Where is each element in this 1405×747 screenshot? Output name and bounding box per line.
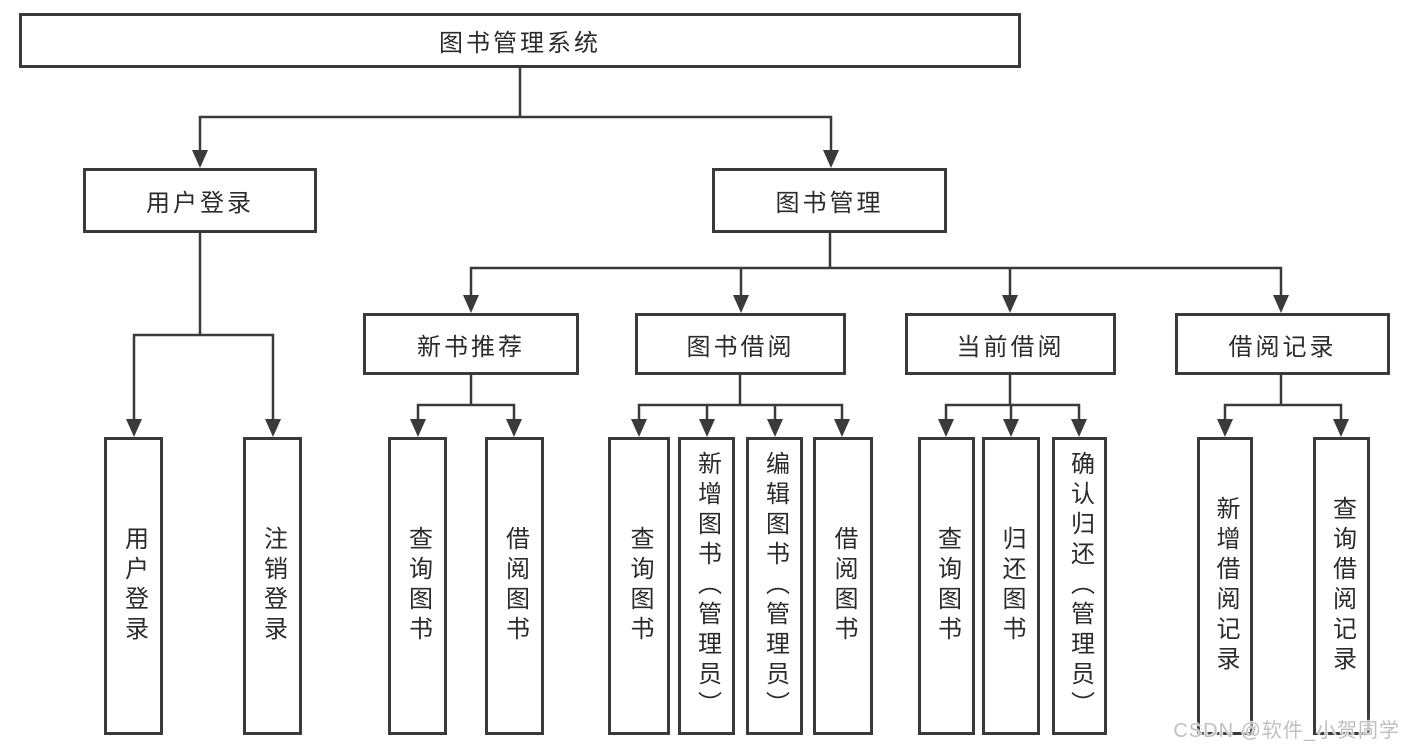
leaf-query-books: 查询图书	[608, 437, 670, 735]
node-book-borrowing: 图书借阅	[635, 313, 846, 375]
node-label: 注销登录	[259, 526, 287, 646]
csdn-watermark: CSDN @软件_小贺同学	[1173, 720, 1400, 742]
node-label: 查询借阅记录	[1328, 496, 1356, 676]
leaf-add-book-admin: 新增图书（管理员）	[678, 437, 735, 735]
node-label: 借阅图书	[501, 526, 529, 646]
leaf-query-books: 查询图书	[388, 437, 447, 735]
leaf-query-borrow-record: 查询借阅记录	[1313, 437, 1370, 735]
node-label: 用户登录	[146, 190, 254, 217]
leaf-borrow-books: 借阅图书	[485, 437, 544, 735]
node-label: 新增图书（管理员）	[693, 451, 721, 721]
leaf-borrow-books: 借阅图书	[813, 437, 873, 735]
node-new-book-recommendation: 新书推荐	[363, 313, 579, 375]
node-label: 图书借阅	[686, 333, 795, 361]
node-label: 借阅图书	[830, 526, 857, 646]
node-label: 编辑图书（管理员）	[761, 451, 789, 721]
node-label: 用户登录	[120, 526, 148, 646]
node-current-borrowing: 当前借阅	[905, 313, 1116, 375]
node-label: 借阅记录	[1228, 333, 1337, 361]
node-label: 当前借阅	[956, 333, 1065, 361]
node-library-system: 图书管理系统	[19, 13, 1021, 68]
node-label: 图书管理	[775, 190, 884, 217]
node-label: 新增借阅记录	[1212, 496, 1239, 676]
leaf-user-login: 用户登录	[104, 437, 163, 735]
node-book-management: 图书管理	[712, 168, 947, 233]
leaf-edit-book-admin: 编辑图书（管理员）	[746, 437, 803, 735]
node-label: 查询图书	[404, 526, 432, 646]
node-borrowing-records: 借阅记录	[1175, 313, 1390, 375]
leaf-query-books: 查询图书	[918, 437, 975, 735]
node-label: 图书管理系统	[439, 30, 601, 57]
leaf-add-borrow-record: 新增借阅记录	[1197, 437, 1253, 735]
node-label: 查询图书	[933, 526, 961, 646]
leaf-logout: 注销登录	[243, 437, 302, 735]
node-label: 查询图书	[626, 526, 653, 646]
leaf-return-books: 归还图书	[982, 437, 1040, 735]
node-label: 确认归还（管理员）	[1066, 451, 1094, 721]
leaf-confirm-return-admin: 确认归还（管理员）	[1052, 437, 1107, 735]
node-label: 归还图书	[998, 526, 1025, 646]
node-user-login: 用户登录	[83, 168, 317, 233]
node-label: 新书推荐	[417, 333, 525, 361]
